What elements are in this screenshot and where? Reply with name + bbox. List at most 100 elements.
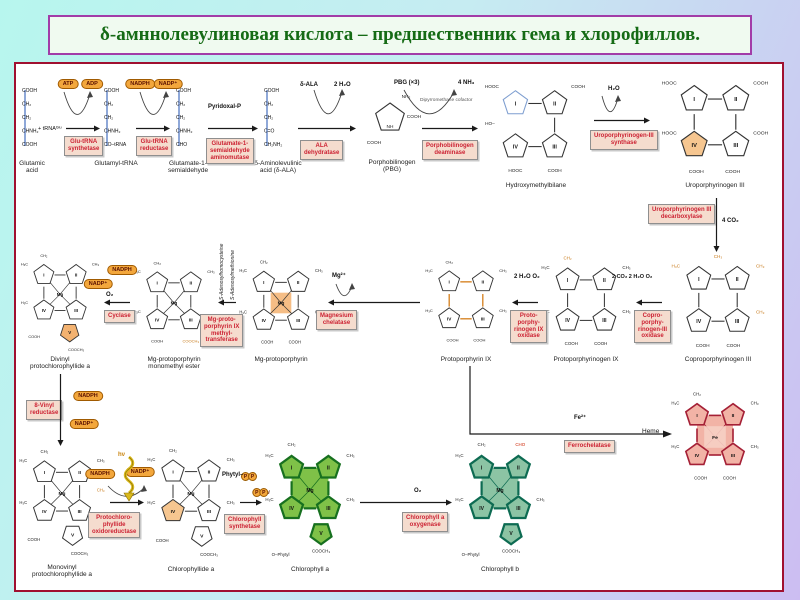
svg-text:II: II: [190, 281, 193, 286]
svg-text:IV: IV: [479, 506, 484, 512]
svg-text:CH₃: CH₃: [499, 268, 507, 273]
svg-text:II: II: [327, 466, 330, 472]
svg-text:H₃C: H₃C: [425, 268, 433, 273]
svg-text:NH₂: NH₂: [402, 94, 411, 100]
svg-text:COOCH₃: COOCH₃: [312, 549, 330, 554]
svg-text:CH₃: CH₃: [346, 497, 354, 502]
svg-text:Mg: Mg: [187, 491, 194, 497]
svg-text:CH₃: CH₃: [622, 309, 630, 314]
reaction-arrow: [56, 374, 65, 448]
title-text: δ-амннолевулиновая кислота – предшествен…: [100, 24, 700, 45]
reaction-arrow: [104, 298, 132, 307]
svg-text:CH₃: CH₃: [536, 497, 544, 502]
enzyme-label: oxidase: [517, 333, 540, 340]
cofactor-oval: ADP: [81, 79, 103, 89]
svg-text:IV: IV: [171, 509, 176, 515]
svg-text:COOCH₃: COOCH₃: [183, 338, 200, 343]
svg-text:CH₂: CH₂: [41, 449, 49, 454]
protoporphyrin-ix-label: Protoporphyrin IX: [441, 356, 492, 363]
delta-aminolevulinic-acid-label-line: δ-Aminolevulinic: [254, 160, 302, 167]
svg-text:I: I: [43, 273, 44, 278]
enzyme-label: Uroporphyrinogen III: [652, 207, 712, 213]
title-banner: δ-амннолевулиновая кислота – предшествен…: [48, 15, 752, 55]
svg-text:I: I: [291, 466, 293, 472]
svg-text:COOH: COOH: [447, 337, 459, 342]
svg-text:I: I: [696, 413, 698, 419]
diagram-text: Mg²⁺: [332, 273, 346, 279]
enzyme-label: oxidase: [641, 333, 664, 340]
glutamyl-trna-label: Glutamyl-tRNA: [94, 160, 137, 167]
svg-text:COOH: COOH: [571, 84, 585, 89]
svg-text:I: I: [44, 470, 46, 476]
chlorophyll-a-label: Chlorophyll a: [291, 566, 329, 573]
svg-text:CHNH₂: CHNH₂: [176, 129, 192, 135]
svg-text:IV: IV: [565, 318, 570, 324]
diagram-text: hν: [118, 452, 126, 458]
enzyme-label: Cyclase: [108, 313, 131, 319]
enzyme-label: Proto-: [519, 313, 538, 319]
svg-text:COOH: COOH: [473, 337, 485, 342]
svg-text:CH₃: CH₃: [751, 401, 759, 406]
svg-text:V: V: [68, 330, 71, 335]
svg-text:CH₃: CH₃: [207, 269, 215, 274]
diagram-text: Pyridoxal-P: [208, 104, 242, 110]
glutamate-1-semialdehyde-label-line: Glutamate-1-: [169, 160, 207, 167]
reaction-arrow: [110, 498, 146, 507]
enzyme-label: porphyrin IX: [204, 323, 240, 330]
svg-text:H₃C: H₃C: [133, 309, 141, 314]
mg-protoporphyrin-monomethyl-ester-label-line: Mg-protoporphyrin: [147, 356, 201, 363]
svg-text:COOH: COOH: [548, 168, 562, 173]
svg-text:II: II: [297, 280, 300, 286]
svg-text:CH₂: CH₂: [169, 448, 177, 453]
svg-text:III: III: [74, 308, 78, 313]
enzyme-label: Glu-tRNA: [140, 139, 168, 145]
svg-text:COOH: COOH: [367, 140, 382, 146]
svg-text:CH₂: CH₂: [564, 256, 572, 261]
svg-text:HOOC: HOOC: [662, 130, 677, 136]
enzyme-label: reductase: [30, 409, 59, 416]
mg-protoporphyrin-label-line: Mg-protoporphyrin: [254, 356, 308, 363]
diagram-text: 2 H₂O: [334, 82, 351, 88]
enzyme-label: Copro-: [642, 313, 663, 319]
svg-text:H₃C: H₃C: [147, 457, 155, 462]
svg-text:COOH: COOH: [22, 88, 37, 94]
svg-text:O–Phytyl: O–Phytyl: [272, 552, 290, 557]
svg-text:COOH: COOH: [407, 114, 422, 120]
delta-aminolevulinic-acid-label-line: acid (δ-ALA): [259, 167, 297, 174]
glutamic-acid-label-line: Glutamic: [19, 160, 45, 167]
svg-text:II: II: [732, 413, 735, 419]
cofactor-oval: NADP⁺: [69, 419, 99, 429]
svg-text:COOCH₃: COOCH₃: [71, 551, 89, 556]
svg-text:CH₂: CH₂: [264, 115, 273, 121]
svg-text:CH₃: CH₃: [97, 458, 105, 463]
diagram-text: 2 H₂O O₂: [514, 274, 540, 280]
svg-text:CH₂: CH₂: [154, 260, 162, 265]
reaction-arrow: [218, 298, 238, 307]
svg-text:Mg: Mg: [171, 301, 178, 306]
enzyme-label: aminomutase: [210, 154, 250, 161]
reaction-arrow: [512, 298, 540, 307]
svg-text:III: III: [481, 316, 485, 321]
chlorophyll-a-label-line: Chlorophyll a: [291, 566, 329, 573]
svg-text:III: III: [78, 509, 83, 515]
svg-text:H₃C: H₃C: [239, 309, 247, 314]
svg-text:HOOC: HOOC: [485, 84, 500, 89]
enzyme-label: Chlorophyll a: [406, 515, 445, 521]
chlorophyll-b-label-line: Chlorophyll b: [481, 566, 519, 573]
reaction-arrow-branch: [466, 366, 676, 440]
svg-text:H₃C: H₃C: [265, 453, 274, 458]
enzyme-label: oxygenase: [409, 521, 441, 528]
reaction-arrow: [636, 298, 664, 307]
svg-text:H₃C: H₃C: [455, 453, 464, 458]
enzyme-label: dehydratase: [304, 149, 340, 156]
